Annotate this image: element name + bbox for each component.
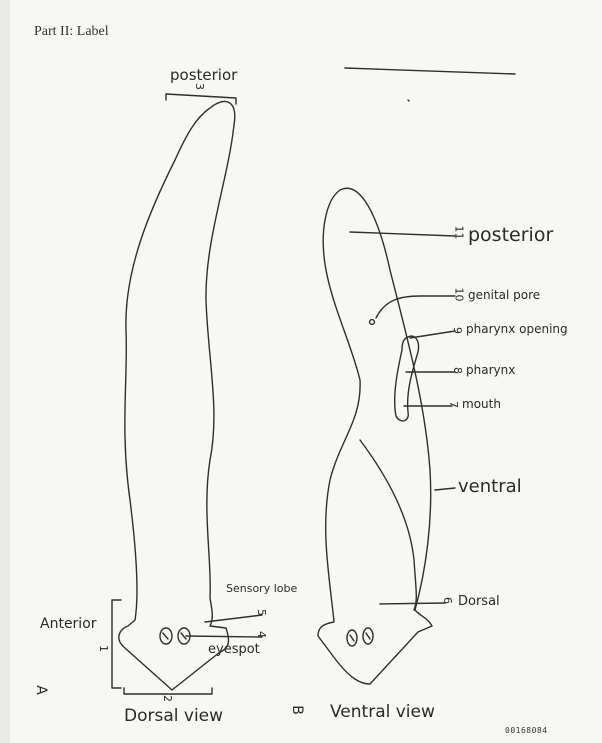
number-2: 2 <box>161 695 174 702</box>
label-pharynx: pharynx <box>466 363 515 377</box>
document-stamp: 00168084 <box>505 726 548 735</box>
leader-sensory-lobe <box>205 615 262 622</box>
caption-ventral-view: Ventral view <box>330 702 435 722</box>
label-pharynx-opening: pharynx opening <box>466 322 568 336</box>
ventral-inner-line <box>360 440 416 610</box>
pharynx-shape <box>395 336 419 421</box>
ventral-body-outline <box>318 188 432 684</box>
number-3: 3 <box>193 83 206 90</box>
number-9: 9 <box>451 327 464 334</box>
leader-eyespot <box>186 636 262 637</box>
label-anterior: Anterior <box>40 616 97 632</box>
number-8: 8 <box>451 367 464 374</box>
number-10: 10 <box>453 288 466 302</box>
label-genital-pore: genital pore <box>468 288 540 302</box>
posterior-bracket-a <box>166 94 236 104</box>
leader-dorsal <box>380 603 445 604</box>
label-eyespot: eyespot <box>208 642 260 657</box>
label-mouth: mouth <box>462 397 501 411</box>
figure-a-letter: A <box>33 685 49 695</box>
figure-b-letter: B <box>289 705 305 715</box>
label-dorsal: Dorsal <box>458 594 500 609</box>
label-posterior-b: posterior <box>468 224 553 246</box>
eyespots-b <box>347 628 373 646</box>
number-6: 6 <box>441 597 454 604</box>
leader-genital-pore <box>376 296 455 318</box>
label-posterior-a: posterior <box>170 66 237 84</box>
leader-pharynx-opening <box>410 331 455 338</box>
label-ventral: ventral <box>458 476 522 497</box>
bottom-bracket-a <box>124 688 212 694</box>
leader-posterior-b <box>350 232 455 236</box>
stray-line <box>345 68 515 74</box>
caption-dorsal-view: Dorsal view <box>124 706 223 726</box>
stray-dot <box>408 100 409 101</box>
anterior-bracket <box>112 600 121 688</box>
number-1: 1 <box>97 645 110 652</box>
number-4: 4 <box>255 631 268 638</box>
number-11: 11 <box>453 226 466 240</box>
number-5: 5 <box>255 609 268 616</box>
leader-ventral <box>435 488 455 490</box>
dorsal-body-outline <box>119 101 235 690</box>
number-7: 7 <box>447 401 460 408</box>
genital-pore-dot <box>370 320 375 325</box>
label-sensory-lobe: Sensory lobe <box>226 582 297 595</box>
